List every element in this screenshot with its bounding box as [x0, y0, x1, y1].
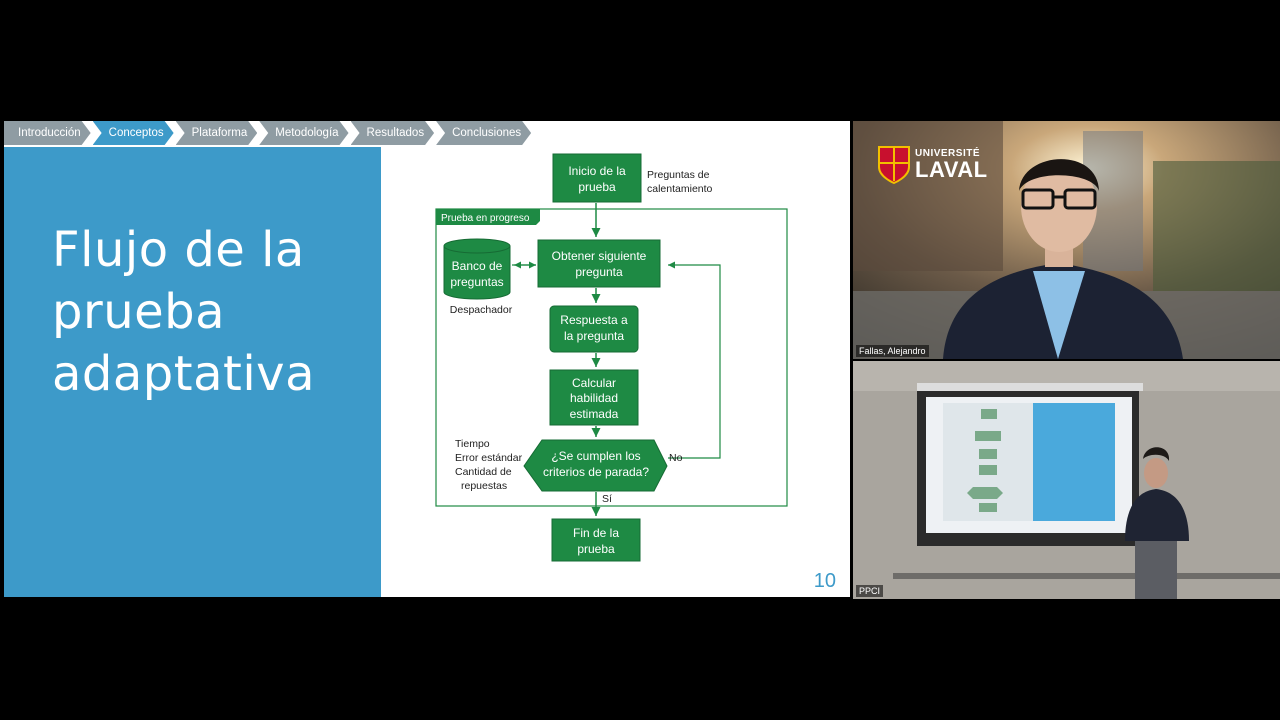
logo-line1: UNIVERSITÉ: [915, 148, 981, 159]
start-line2: prueba: [578, 180, 616, 194]
estimate-line2: habilidad: [570, 391, 618, 405]
next-question-line2: pregunta: [575, 265, 623, 279]
crumb-plataforma[interactable]: Plataforma: [176, 121, 258, 145]
end-line2: prueba: [577, 542, 615, 556]
criteria-line3: Cantidad de: [455, 466, 512, 478]
crumb-resultados[interactable]: Resultados: [351, 121, 435, 145]
slide-number: 10: [813, 570, 836, 592]
university-logo: UNIVERSITÉ LAVAL: [877, 145, 988, 185]
answer-node: [549, 305, 639, 353]
end-node: [551, 518, 641, 562]
crumb-metodologia[interactable]: Metodología: [259, 121, 348, 145]
warmup-note-line1: Preguntas de: [647, 169, 710, 181]
crumb-introduccion[interactable]: Introducción: [4, 121, 91, 145]
slide-title: Flujo de la prueba adaptativa: [52, 222, 315, 402]
estimate-node: [549, 369, 639, 426]
bank-cylinder-top: [443, 238, 511, 254]
bank-cylinder-body: [443, 246, 511, 300]
answer-line1: Respuesta a: [560, 313, 628, 327]
crumb-conclusiones[interactable]: Conclusiones: [436, 121, 531, 145]
warmup-note-line2: calentamiento: [647, 183, 713, 195]
start-line1: Inicio de la: [568, 164, 626, 178]
criteria-line1: Tiempo: [455, 438, 490, 450]
room-name-tag: PPCI: [856, 585, 884, 597]
decision-line1: ¿Se cumplen los: [551, 449, 640, 463]
next-question-line1: Obtener siguiente: [552, 249, 647, 263]
answer-line2: la pregunta: [564, 329, 624, 343]
dispatcher-label: Despachador: [450, 304, 513, 316]
progress-frame: [435, 208, 788, 507]
no-label: No: [669, 452, 683, 464]
room-video-tile[interactable]: PPCI: [853, 361, 1280, 599]
criteria-line4: repuestas: [461, 480, 507, 492]
presentation-slide: Introducción Conceptos Plataforma Metodo…: [4, 121, 850, 597]
title-panel: Flujo de la prueba adaptativa: [4, 147, 381, 597]
breadcrumb: Introducción Conceptos Plataforma Metodo…: [4, 121, 533, 147]
bank-line2: preguntas: [450, 275, 503, 289]
crest-icon: [878, 146, 910, 185]
presenter-name-tag: Fallas, Alejandro: [856, 345, 929, 357]
flowchart: Prueba en progreso Inicio de la prueba P…: [435, 153, 788, 562]
start-node: [552, 153, 642, 203]
connector-no-loop: [668, 261, 721, 459]
room-video-feed: [853, 361, 1280, 599]
criteria-line2: Error estándar: [455, 452, 523, 464]
decision-line2: criterios de parada?: [543, 465, 649, 479]
crumb-conceptos[interactable]: Conceptos: [93, 121, 174, 145]
yes-label: Sí: [602, 493, 612, 505]
logo-line2: LAVAL: [915, 157, 988, 182]
end-line1: Fin de la: [573, 526, 619, 540]
estimate-line1: Calcular: [572, 376, 616, 390]
progress-label: Prueba en progreso: [441, 213, 530, 224]
bank-line1: Banco de: [452, 259, 503, 273]
presenter-video-tile[interactable]: UNIVERSITÉ LAVAL Fallas, Alejandro: [853, 121, 1280, 359]
estimate-line3: estimada: [570, 407, 619, 421]
decision-node: [523, 439, 668, 492]
next-question-node: [537, 239, 661, 288]
progress-label-tab: [436, 209, 540, 225]
